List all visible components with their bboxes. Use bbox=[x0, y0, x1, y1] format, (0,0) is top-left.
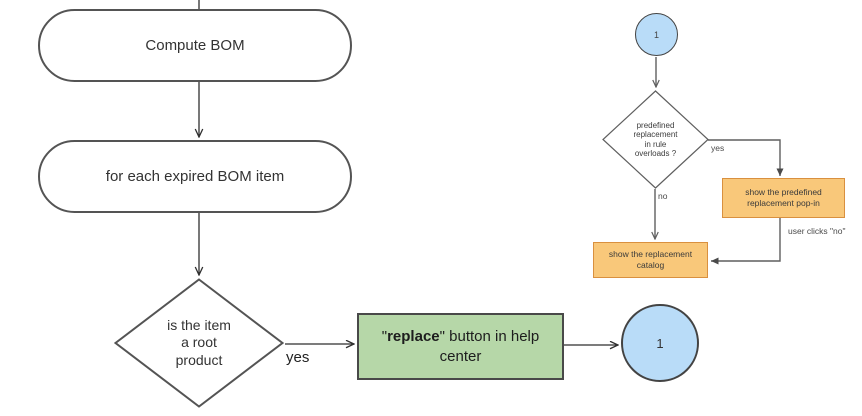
entry-connector-label: 1 bbox=[653, 29, 659, 40]
decision-rule-overloads-label: predefined replacement in rule overloads… bbox=[633, 120, 678, 158]
node-replace-button-help-center: "replace" button in help center bbox=[357, 313, 564, 380]
connector-overloads-yes-to-popin bbox=[708, 139, 784, 176]
node-show-replacement-catalog: show the replacement catalog bbox=[593, 242, 708, 278]
edge-label-no-sub: no bbox=[658, 191, 668, 201]
diamond-shape bbox=[114, 278, 284, 408]
open-quote: " bbox=[381, 328, 388, 345]
node-decision-rule-overloads: predefined replacement in rule overloads… bbox=[602, 90, 709, 189]
compute-bom-label: Compute BOM bbox=[145, 37, 245, 54]
offpage-connector-label: 1 bbox=[656, 335, 664, 351]
node-offpage-connector-1: 1 bbox=[621, 304, 699, 382]
node-for-each-expired-bom-item: for each expired BOM item bbox=[38, 140, 352, 213]
replace-bold-text: replace bbox=[387, 328, 440, 345]
decision-root-product-label: is the item a root product bbox=[167, 317, 231, 368]
edge-label-yes-sub: yes bbox=[711, 143, 725, 153]
for-each-label: for each expired BOM item bbox=[105, 168, 285, 185]
node-entry-connector-1: 1 bbox=[635, 13, 678, 56]
replace-rest-text: " button in help center bbox=[439, 328, 540, 365]
edge-label-user-clicks-no: user clicks "no" bbox=[788, 226, 846, 236]
node-show-predefined-replacement-popin: show the predefined replacement pop-in bbox=[722, 178, 845, 218]
diamond-shape bbox=[602, 90, 709, 189]
edge-label-yes-main: yes bbox=[286, 349, 310, 366]
connector-popin-to-catalog bbox=[711, 218, 781, 265]
node-decision-root-product: is the item a root product bbox=[114, 278, 284, 408]
replace-box-label: "replace" button in help center bbox=[373, 327, 548, 366]
node-compute-bom: Compute BOM bbox=[38, 9, 352, 82]
